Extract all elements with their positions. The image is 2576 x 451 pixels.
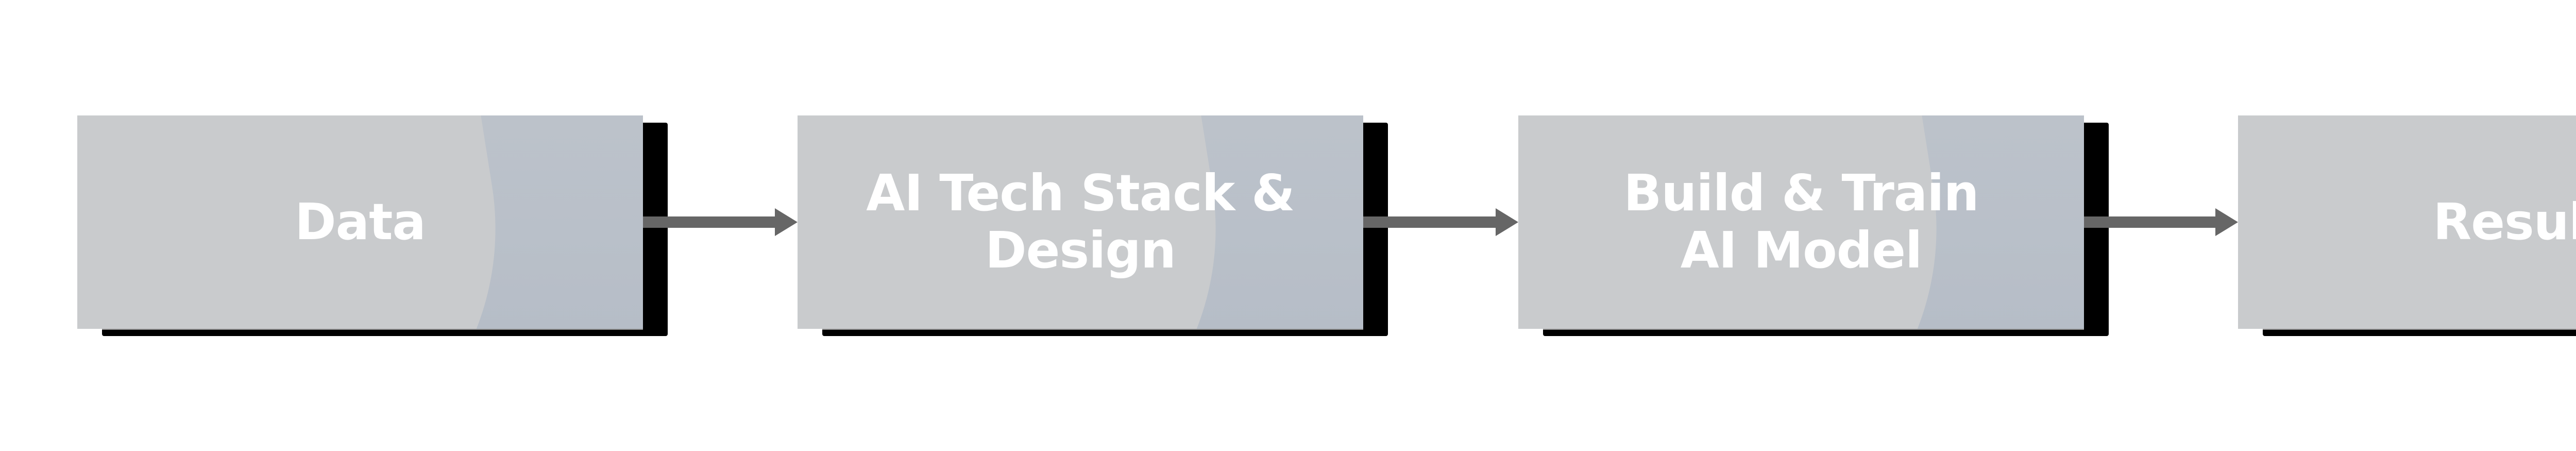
step-card [77, 115, 643, 329]
step-label: Data [295, 192, 426, 251]
process-step-result[interactable]: Result [2238, 115, 2576, 336]
process-step-build-train-ai-model[interactable]: Build & Train AI Model [1518, 115, 2109, 336]
process-step-ai-tech-stack-design[interactable]: AI Tech Stack & Design [798, 115, 1388, 336]
step-label: AI Tech Stack & Design [866, 164, 1295, 279]
step-card [1518, 115, 2084, 329]
step-label: Build & Train AI Model [1623, 164, 1979, 279]
process-step-data[interactable]: Data [77, 115, 668, 336]
step-card [2238, 115, 2576, 329]
flow-arrow-2 [1363, 208, 1518, 236]
flow-arrow-1 [643, 208, 798, 236]
step-label: Result [2433, 192, 2576, 251]
flow-arrow-3 [2084, 208, 2238, 236]
step-card [798, 115, 1363, 329]
